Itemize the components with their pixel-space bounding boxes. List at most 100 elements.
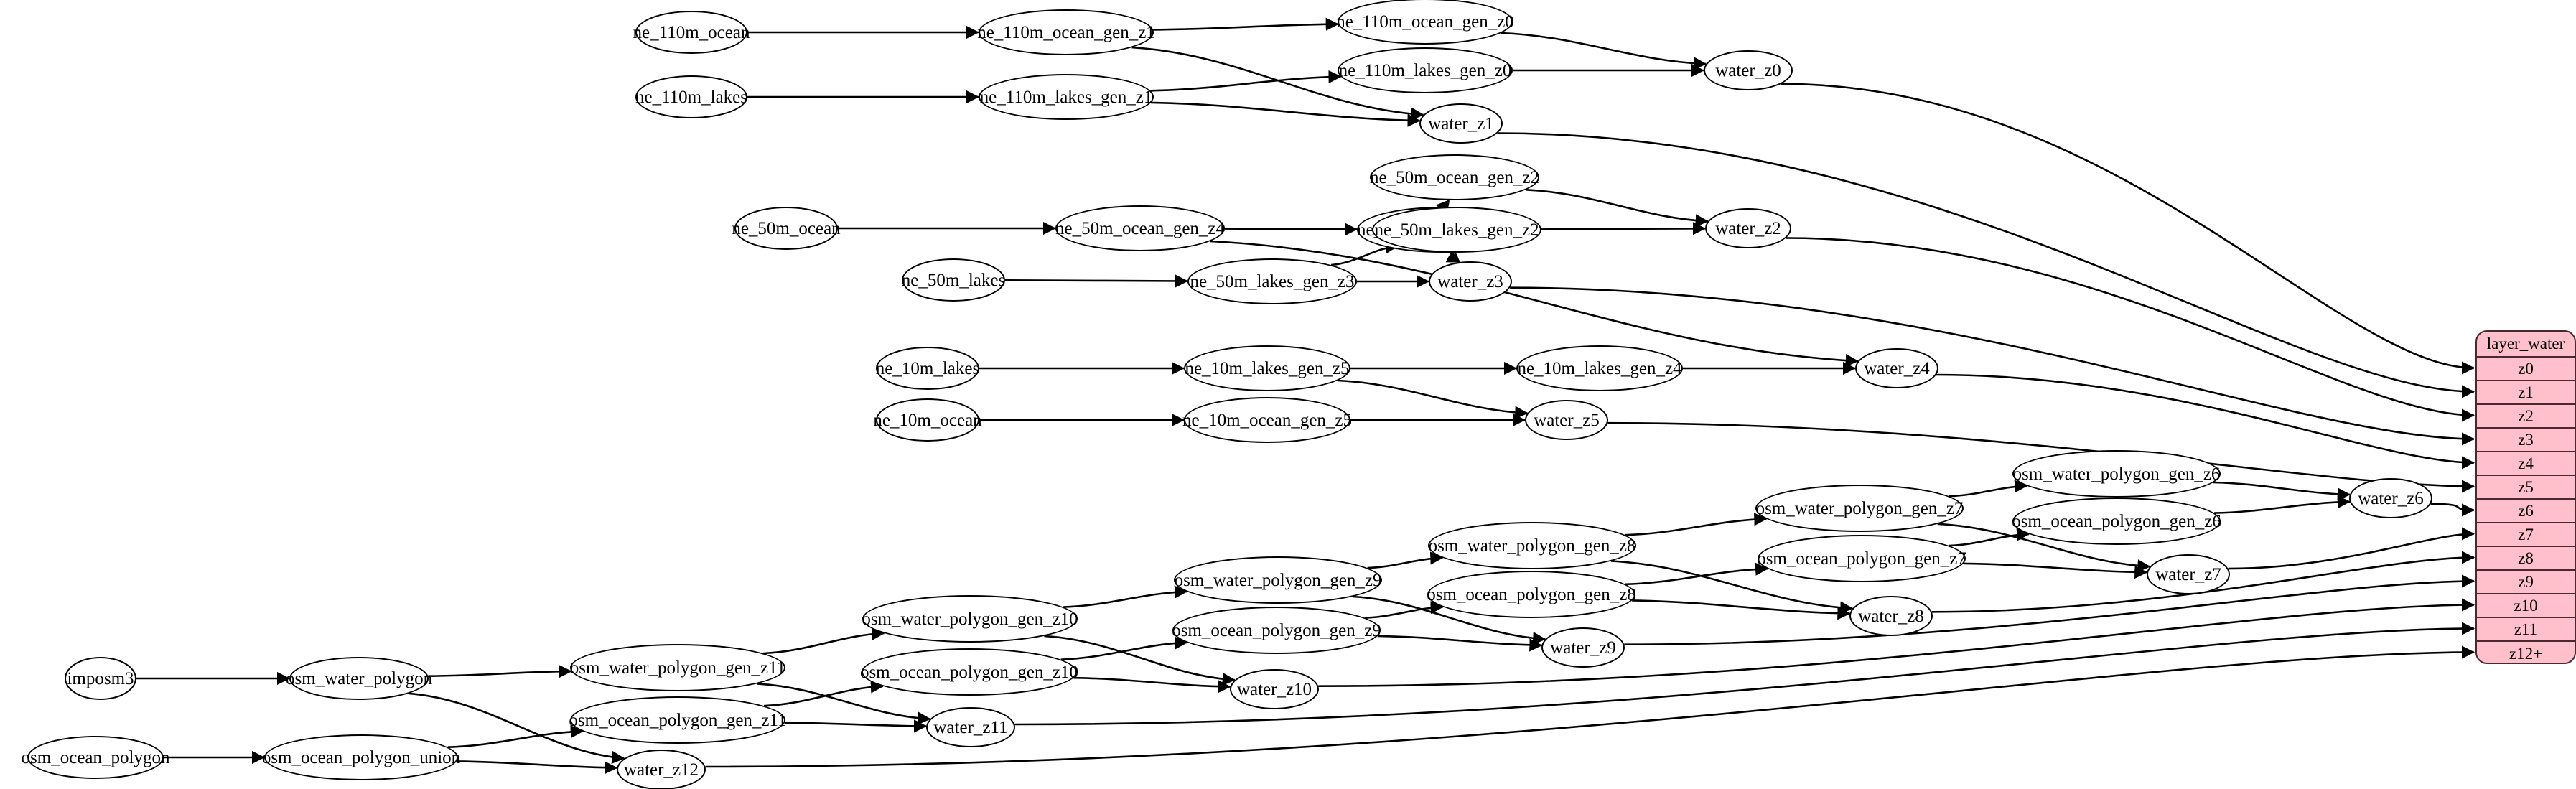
graph-node-osm_ocean_polygon[interactable]: osm_ocean_polygon [22,736,169,779]
edge-osm_ocean_polygon_gen_z7-to-water_z7 [1963,562,2148,579]
graph-node-water_z2[interactable]: water_z2 [1705,208,1791,248]
edge-osm_ocean_polygon_gen_z8-to-water_z8 [1632,599,1851,620]
graph-node-ne_10m_lakes_gen_z5[interactable]: ne_10m_lakes_gen_z5 [1184,345,1350,391]
graph-node-water_z7[interactable]: water_z7 [2147,554,2230,594]
graph-node-ne_50m_ocean_gen_z4[interactable]: ne_50m_ocean_gen_z4 [1055,205,1225,251]
graph-node-label: ne_110m_ocean_gen_z1 [977,22,1155,42]
graph-node-label: ne_10m_lakes_gen_z5 [1185,358,1350,378]
edge-ne_50m_ocean_gen_z2-to-water_z2 [1526,189,1709,228]
graph-node-label: water_z8 [1858,606,1924,626]
graph-node-ne_110m_ocean_gen_z0[interactable]: ne_110m_ocean_gen_z0 [1336,0,1514,45]
edge-osm_ocean_polygon_gen_z10-to-osm_ocean_polygon_gen_z9 [1060,636,1188,660]
edge-osm_water_polygon_gen_z6-to-water_z6 [2213,481,2351,501]
graph-node-ne_110m_lakes[interactable]: ne_110m_lakes [635,75,747,118]
layer-water-row-z4[interactable]: z4 [2477,452,2575,476]
graph-node-ne_110m_lakes_gen_z1[interactable]: ne_110m_lakes_gen_z1 [979,74,1154,120]
graph-node-water_z6[interactable]: water_z6 [2349,478,2432,518]
graph-node-water_z4[interactable]: water_z4 [1855,348,1938,388]
graph-node-ne_10m_ocean_gen_z5[interactable]: ne_10m_ocean_gen_z5 [1182,397,1352,443]
graph-node-ne_50m_ocean[interactable]: ne_50m_ocean [732,207,841,250]
edge-water_z3-to-layer_water-z3 [1510,286,2475,446]
graph-node-osm_ocean_polygon_gen_z11[interactable]: osm_ocean_polygon_gen_z11 [569,696,787,744]
edge-water_z7-to-layer_water-z7 [2228,527,2475,570]
graph-node-label: osm_ocean_polygon_gen_z11 [569,710,787,730]
graph-node-osm_water_polygon_gen_z9[interactable]: osm_water_polygon_gen_z9 [1174,556,1382,604]
layer-water-row-z1[interactable]: z1 [2477,381,2575,405]
graph-node-osm_ocean_polygon_gen_z7[interactable]: osm_ocean_polygon_gen_z7 [1757,535,1966,582]
graph-node-osm_water_polygon[interactable]: osm_water_polygon [286,657,432,700]
layer-water-row-z11[interactable]: z11 [2477,618,2575,642]
graph-node-water_z8[interactable]: water_z8 [1849,596,1933,636]
layer-water-row-z10[interactable]: z10 [2477,594,2575,618]
graph-node-ne_10m_lakes_gen_z4[interactable]: ne_10m_lakes_gen_z4 [1516,345,1683,391]
edge-ne_110m_ocean_gen_z0-to-water_z0 [1501,32,1707,70]
graph-node-osm_ocean_polygon_gen_z10[interactable]: osm_ocean_polygon_gen_z10 [860,648,1078,696]
edge-osm_water_polygon_gen_z8-to-water_z8 [1610,560,1854,615]
graph-node-ne_50m_lakes_gen_z2[interactable]: ne_50m_lakes_gen_z2 [1372,207,1541,253]
graph-node-ne_110m_ocean[interactable]: ne_110m_ocean [633,11,750,54]
layer-water-row-z2[interactable]: z2 [2477,405,2575,429]
graph-node-water_z3[interactable]: water_z3 [1429,261,1512,302]
edge-osm_ocean_polygon_gen_z10-to-water_z10 [1073,676,1231,694]
graph-node-label: water_z9 [1550,638,1616,658]
edge-ne_50m_ocean_gen_z4-to-water_z4 [1210,240,1859,368]
graph-node-osm_water_polygon_gen_z10[interactable]: osm_water_polygon_gen_z10 [862,595,1078,643]
edge-osm_ocean_polygon_gen_z9-to-osm_ocean_polygon_gen_z8 [1365,600,1444,619]
graph-node-label: osm_ocean_polygon [21,747,170,767]
edge-ne_110m_lakes_gen_z1-to-ne_110m_lakes_gen_z0 [1150,70,1342,92]
edge-osm_ocean_polygon_gen_z9-to-water_z9 [1377,635,1543,652]
layer-water-row-z9[interactable]: z9 [2477,571,2575,594]
graph-node-osm_ocean_polygon_gen_z9[interactable]: osm_ocean_polygon_gen_z9 [1172,607,1381,654]
graph-node-label: ne_110m_ocean [633,22,750,42]
edge-osm_water_polygon_gen_z9-to-osm_water_polygon_gen_z8 [1367,551,1444,569]
graph-node-water_z12[interactable]: water_z12 [617,750,706,789]
layer-water-row-z7[interactable]: z7 [2477,523,2575,547]
layer-water-row-z3[interactable]: z3 [2477,429,2575,452]
graph-node-ne_50m_lakes[interactable]: ne_50m_lakes [902,258,1005,302]
layer-water-row-z0[interactable]: z0 [2477,358,2575,381]
graph-node-label: ne_110m_lakes_gen_z0 [1338,60,1512,80]
graph-node-water_z10[interactable]: water_z10 [1230,669,1319,709]
layer-water-row-z12+[interactable]: z12+ [2509,644,2543,663]
graph-node-ne_110m_lakes_gen_z0[interactable]: ne_110m_lakes_gen_z0 [1338,47,1513,93]
graph-node-water_z9[interactable]: water_z9 [1541,627,1625,668]
edge-osm_ocean_polygon_gen_z8-to-osm_ocean_polygon_gen_z7 [1625,562,1769,586]
graph-node-label: water_z0 [1715,60,1781,80]
graph-node-osm_water_polygon_gen_z11[interactable]: osm_water_polygon_gen_z11 [570,644,785,691]
graph-node-osm_ocean_polygon_gen_z6[interactable]: osm_ocean_polygon_gen_z6 [2012,498,2221,545]
graph-node-ne_50m_lakes_gen_z3[interactable]: ne_50m_lakes_gen_z3 [1187,258,1357,304]
graph-node-ne_110m_ocean_gen_z1[interactable]: ne_110m_ocean_gen_z1 [977,9,1155,55]
graph-node-label: ne_50m_lakes [901,270,1006,290]
graph-node-label: ne_50m_ocean [732,218,841,238]
graph-node-osm_water_polygon_gen_z7[interactable]: osm_water_polygon_gen_z7 [1755,485,1964,532]
graph-node-label: osm_water_polygon_gen_z6 [2012,464,2221,484]
layer-water-row-z6[interactable]: z6 [2477,500,2575,523]
edge-ne_10m_lakes_gen_z5-to-water_z5 [1338,379,1529,419]
graph-node-osm_water_polygon_gen_z6[interactable]: osm_water_polygon_gen_z6 [2012,450,2221,498]
graph-node-label: osm_ocean_polygon_gen_z6 [2012,511,2221,531]
graph-node-label: ne_50m_ocean_gen_z2 [1369,167,1540,187]
layer-water-row-z8[interactable]: z8 [2477,547,2575,571]
edge-osm_ocean_polygon_gen_z7-to-osm_ocean_polygon_gen_z6 [1949,528,2030,547]
edge-water_z9-to-layer_water-z9 [1624,574,2475,645]
graph-node-water_z11[interactable]: water_z11 [926,707,1015,747]
graph-node-osm_water_polygon_gen_z8[interactable]: osm_water_polygon_gen_z8 [1428,522,1636,569]
edge-water_z11-to-layer_water-z11 [1014,622,2475,726]
layer-water-row-z5[interactable]: z5 [2477,476,2575,500]
graph-node-label: ne_10m_ocean [873,410,982,430]
graph-node-ne_50m_ocean_gen_z2[interactable]: ne_50m_ocean_gen_z2 [1370,154,1539,200]
graph-node-water_z0[interactable]: water_z0 [1704,50,1793,90]
graph-node-osm_ocean_polygon_gen_z8[interactable]: osm_ocean_polygon_gen_z8 [1427,571,1636,618]
graph-node-osm_ocean_polygon_union[interactable]: osm_ocean_polygon_union [262,734,460,780]
graph-node-ne_10m_lakes[interactable]: ne_10m_lakes [876,347,979,390]
graph-node-water_z5[interactable]: water_z5 [1525,400,1608,440]
edge-water_z10-to-layer_water-z10 [1318,598,2475,687]
graph-node-water_z1[interactable]: water_z1 [1419,103,1503,144]
graph-node-ne_10m_ocean[interactable]: ne_10m_ocean [873,398,982,442]
graph-node-label: ne_10m_lakes [875,358,980,378]
edge-osm_water_polygon_gen_z10-to-water_z10 [1044,635,1236,686]
graph-node-label: water_z2 [1715,218,1781,238]
graph-node-imposm3[interactable]: imposm3 [65,657,136,700]
edge-osm_ocean_polygon_gen_z6-to-water_z6 [2214,495,2351,514]
